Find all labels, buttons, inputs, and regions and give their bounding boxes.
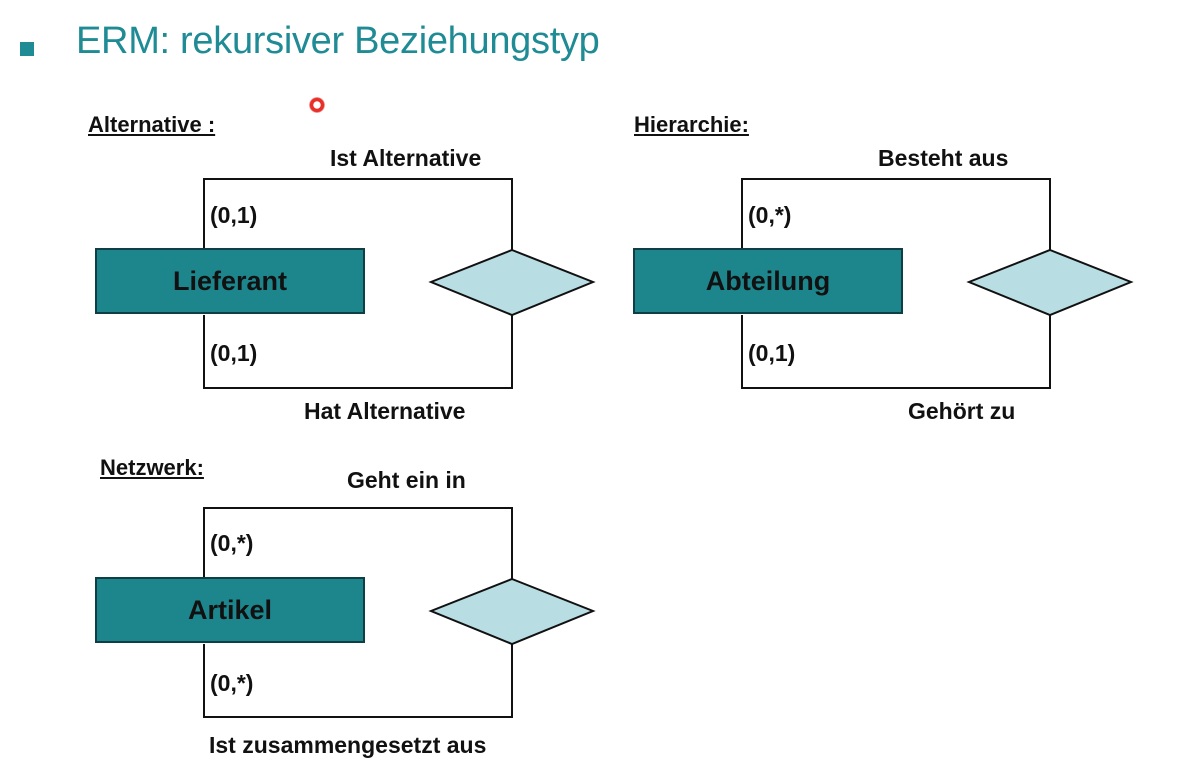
netzwerk-top-cardinality: (0,*) (210, 530, 254, 556)
alternative-relationship-diamond (428, 248, 596, 317)
hierarchie-entity-label: Abteilung (705, 265, 831, 296)
hierarchie-top-role-label: Besteht aus (878, 145, 1009, 171)
alternative-entity-label: Lieferant (172, 265, 288, 296)
alternative-top-connector (203, 178, 513, 250)
alternative-entity: Lieferant (95, 248, 365, 314)
hierarchie-section-label: Hierarchie: (634, 112, 749, 137)
pointer-dot-icon (309, 97, 325, 113)
netzwerk-bottom-role-label: Ist zusammengesetzt aus (209, 732, 487, 758)
alternative-bottom-role-label: Hat Alternative (304, 398, 466, 424)
netzwerk-relationship-diamond (428, 577, 596, 646)
hierarchie-top-cardinality: (0,*) (748, 202, 792, 228)
netzwerk-bottom-cardinality: (0,*) (210, 670, 254, 696)
netzwerk-bottom-connector (203, 644, 513, 718)
alternative-bottom-connector (203, 315, 513, 389)
netzwerk-entity-label: Artikel (187, 594, 273, 625)
hierarchie-bottom-role-label: Gehört zu (908, 398, 1016, 424)
netzwerk-top-connector (203, 507, 513, 579)
hierarchie-relationship-diamond (966, 248, 1134, 317)
netzwerk-entity: Artikel (95, 577, 365, 643)
alternative-top-role-label: Ist Alternative (330, 145, 482, 171)
hierarchie-bottom-connector (741, 315, 1051, 389)
netzwerk-section-label: Netzwerk: (100, 455, 204, 480)
title-bullet (20, 42, 34, 56)
hierarchie-entity: Abteilung (633, 248, 903, 314)
slide-title: ERM: rekursiver Beziehungstyp (76, 20, 600, 62)
netzwerk-top-role-label: Geht ein in (347, 467, 466, 493)
alternative-section-label: Alternative : (88, 112, 216, 137)
alternative-bottom-cardinality: (0,1) (210, 340, 258, 366)
hierarchie-top-connector (741, 178, 1051, 250)
hierarchie-bottom-cardinality: (0,1) (748, 340, 796, 366)
alternative-top-cardinality: (0,1) (210, 202, 258, 228)
